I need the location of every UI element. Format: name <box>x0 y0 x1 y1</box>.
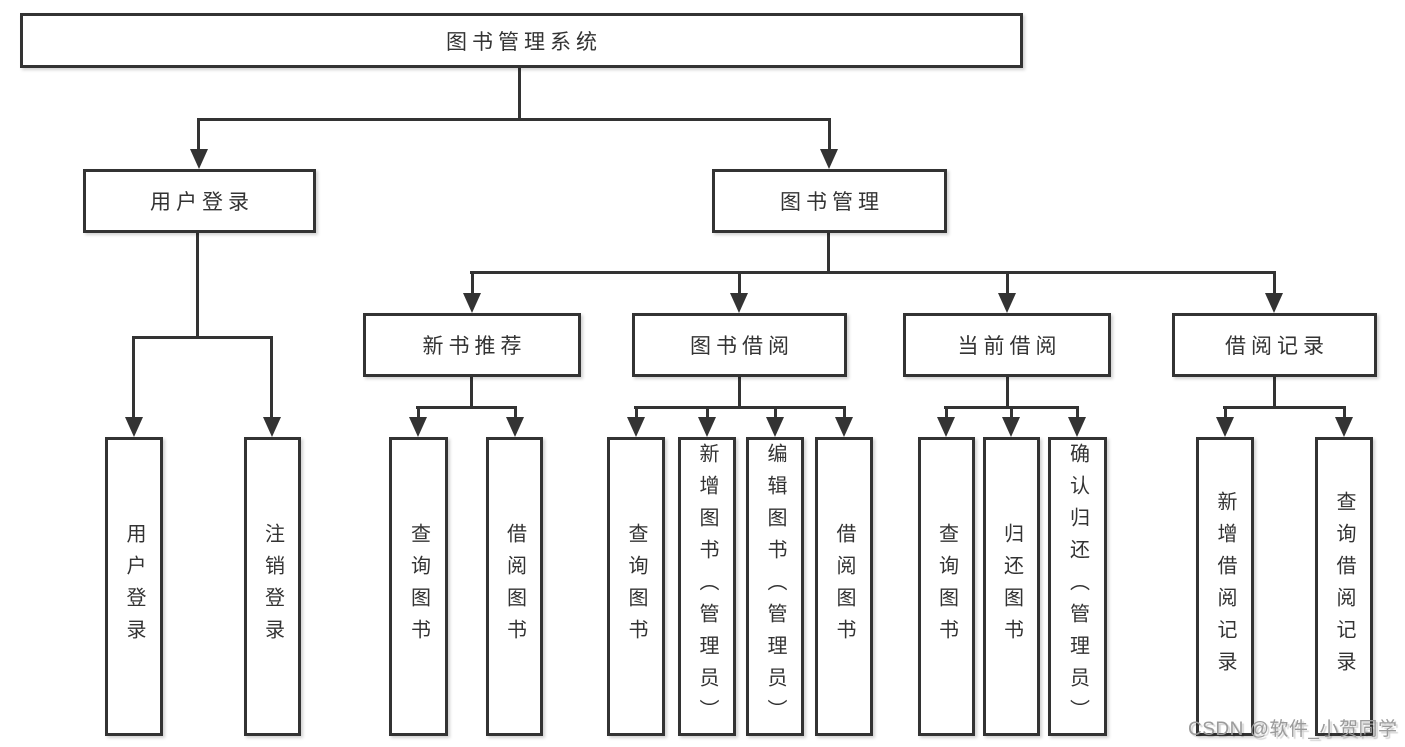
arrow-down-icon <box>190 149 208 169</box>
node-label: 用户登录 <box>123 522 145 651</box>
connector-line <box>634 406 846 409</box>
connector-line <box>132 336 273 339</box>
node-label: 新书推荐 <box>422 335 527 358</box>
node-user-login: 用户登录 <box>83 169 316 233</box>
connector-line <box>1010 406 1013 419</box>
connector-line <box>1343 406 1346 419</box>
arrow-down-icon <box>1335 417 1353 437</box>
node-label: 编辑图书（管理员） <box>764 442 786 731</box>
node-label: 当前借阅 <box>957 335 1062 358</box>
connector-line <box>774 406 777 419</box>
leaf-query-books-recommend: 查询图书 <box>389 437 448 736</box>
arrow-down-icon <box>263 417 281 437</box>
connector-line <box>514 406 517 419</box>
connector-line <box>635 406 638 419</box>
connector-line <box>417 406 420 419</box>
leaf-borrow-books-recommend: 借阅图书 <box>486 437 543 736</box>
arrow-down-icon <box>463 293 481 313</box>
arrow-down-icon <box>730 293 748 313</box>
node-label: 归还图书 <box>1000 522 1023 651</box>
leaf-query-books-current: 查询图书 <box>918 437 975 736</box>
arrow-down-icon <box>1265 293 1283 313</box>
arrow-down-icon <box>998 293 1016 313</box>
arrow-down-icon <box>820 149 838 169</box>
node-label: 注销登录 <box>261 522 284 651</box>
arrow-down-icon <box>835 417 853 437</box>
node-label: 借阅记录 <box>1225 335 1329 358</box>
leaf-edit-book-admin: 编辑图书（管理员） <box>746 437 804 736</box>
connector-line <box>706 406 709 419</box>
node-label: 新增图书（管理员） <box>696 442 718 731</box>
connector-line <box>945 406 948 419</box>
arrow-down-icon <box>1216 417 1234 437</box>
connector-line <box>470 377 473 407</box>
node-book-management: 图书管理 <box>712 169 947 233</box>
arrow-down-icon <box>409 417 427 437</box>
arrow-down-icon <box>506 417 524 437</box>
node-label: 查询借阅记录 <box>1333 490 1355 683</box>
connector-line <box>518 68 521 118</box>
node-root: 图书管理系统 <box>20 13 1023 68</box>
connector-line <box>196 233 199 336</box>
connector-line <box>738 271 741 295</box>
node-borrow-records: 借阅记录 <box>1172 313 1377 377</box>
leaf-query-books-borrow: 查询图书 <box>607 437 665 736</box>
arrow-down-icon <box>698 417 716 437</box>
arrow-down-icon <box>627 417 645 437</box>
node-label: 用户登录 <box>150 191 254 214</box>
node-label: 查询图书 <box>407 522 430 651</box>
arrow-down-icon <box>766 417 784 437</box>
leaf-return-books: 归还图书 <box>983 437 1040 736</box>
connector-line <box>828 118 831 150</box>
connector-line <box>416 406 517 409</box>
node-label: 查询图书 <box>935 522 958 651</box>
leaf-logout: 注销登录 <box>244 437 301 736</box>
connector-line <box>1223 406 1346 409</box>
connector-line <box>132 336 135 418</box>
leaf-user-login: 用户登录 <box>105 437 163 736</box>
leaf-borrow-books: 借阅图书 <box>815 437 873 736</box>
watermark: CSDN @软件_小贺同学 <box>1188 719 1398 740</box>
node-book-borrow: 图书借阅 <box>632 313 847 377</box>
leaf-query-borrow-record: 查询借阅记录 <box>1315 437 1373 736</box>
node-label: 借阅图书 <box>833 522 855 651</box>
connector-line <box>471 271 474 295</box>
connector-line <box>197 118 200 150</box>
leaf-confirm-return-admin: 确认归还（管理员） <box>1048 437 1107 736</box>
connector-line <box>843 406 846 419</box>
node-label: 确认归还（管理员） <box>1066 442 1089 731</box>
node-label: 新增借阅记录 <box>1214 490 1236 683</box>
node-current-borrow: 当前借阅 <box>903 313 1111 377</box>
leaf-add-borrow-record: 新增借阅记录 <box>1196 437 1254 736</box>
connector-line <box>1076 406 1079 419</box>
connector-line <box>1006 377 1009 407</box>
leaf-add-book-admin: 新增图书（管理员） <box>678 437 736 736</box>
connector-line <box>827 233 830 273</box>
connector-line <box>197 118 831 121</box>
connector-line <box>1006 271 1009 295</box>
node-label: 图书管理 <box>780 191 884 214</box>
node-new-book-recommend: 新书推荐 <box>363 313 581 377</box>
connector-line <box>1224 406 1227 419</box>
node-label: 图书管理系统 <box>446 30 602 54</box>
connector-line <box>470 271 1276 274</box>
node-label: 图书借阅 <box>690 335 794 358</box>
arrow-down-icon <box>1002 417 1020 437</box>
arrow-down-icon <box>1068 417 1086 437</box>
connector-line <box>1273 377 1276 407</box>
arrow-down-icon <box>937 417 955 437</box>
connector-line <box>1273 271 1276 295</box>
connector-line <box>270 336 273 418</box>
node-label: 查询图书 <box>625 522 647 651</box>
connector-line <box>738 377 741 407</box>
arrow-down-icon <box>125 417 143 437</box>
node-label: 借阅图书 <box>503 522 526 651</box>
